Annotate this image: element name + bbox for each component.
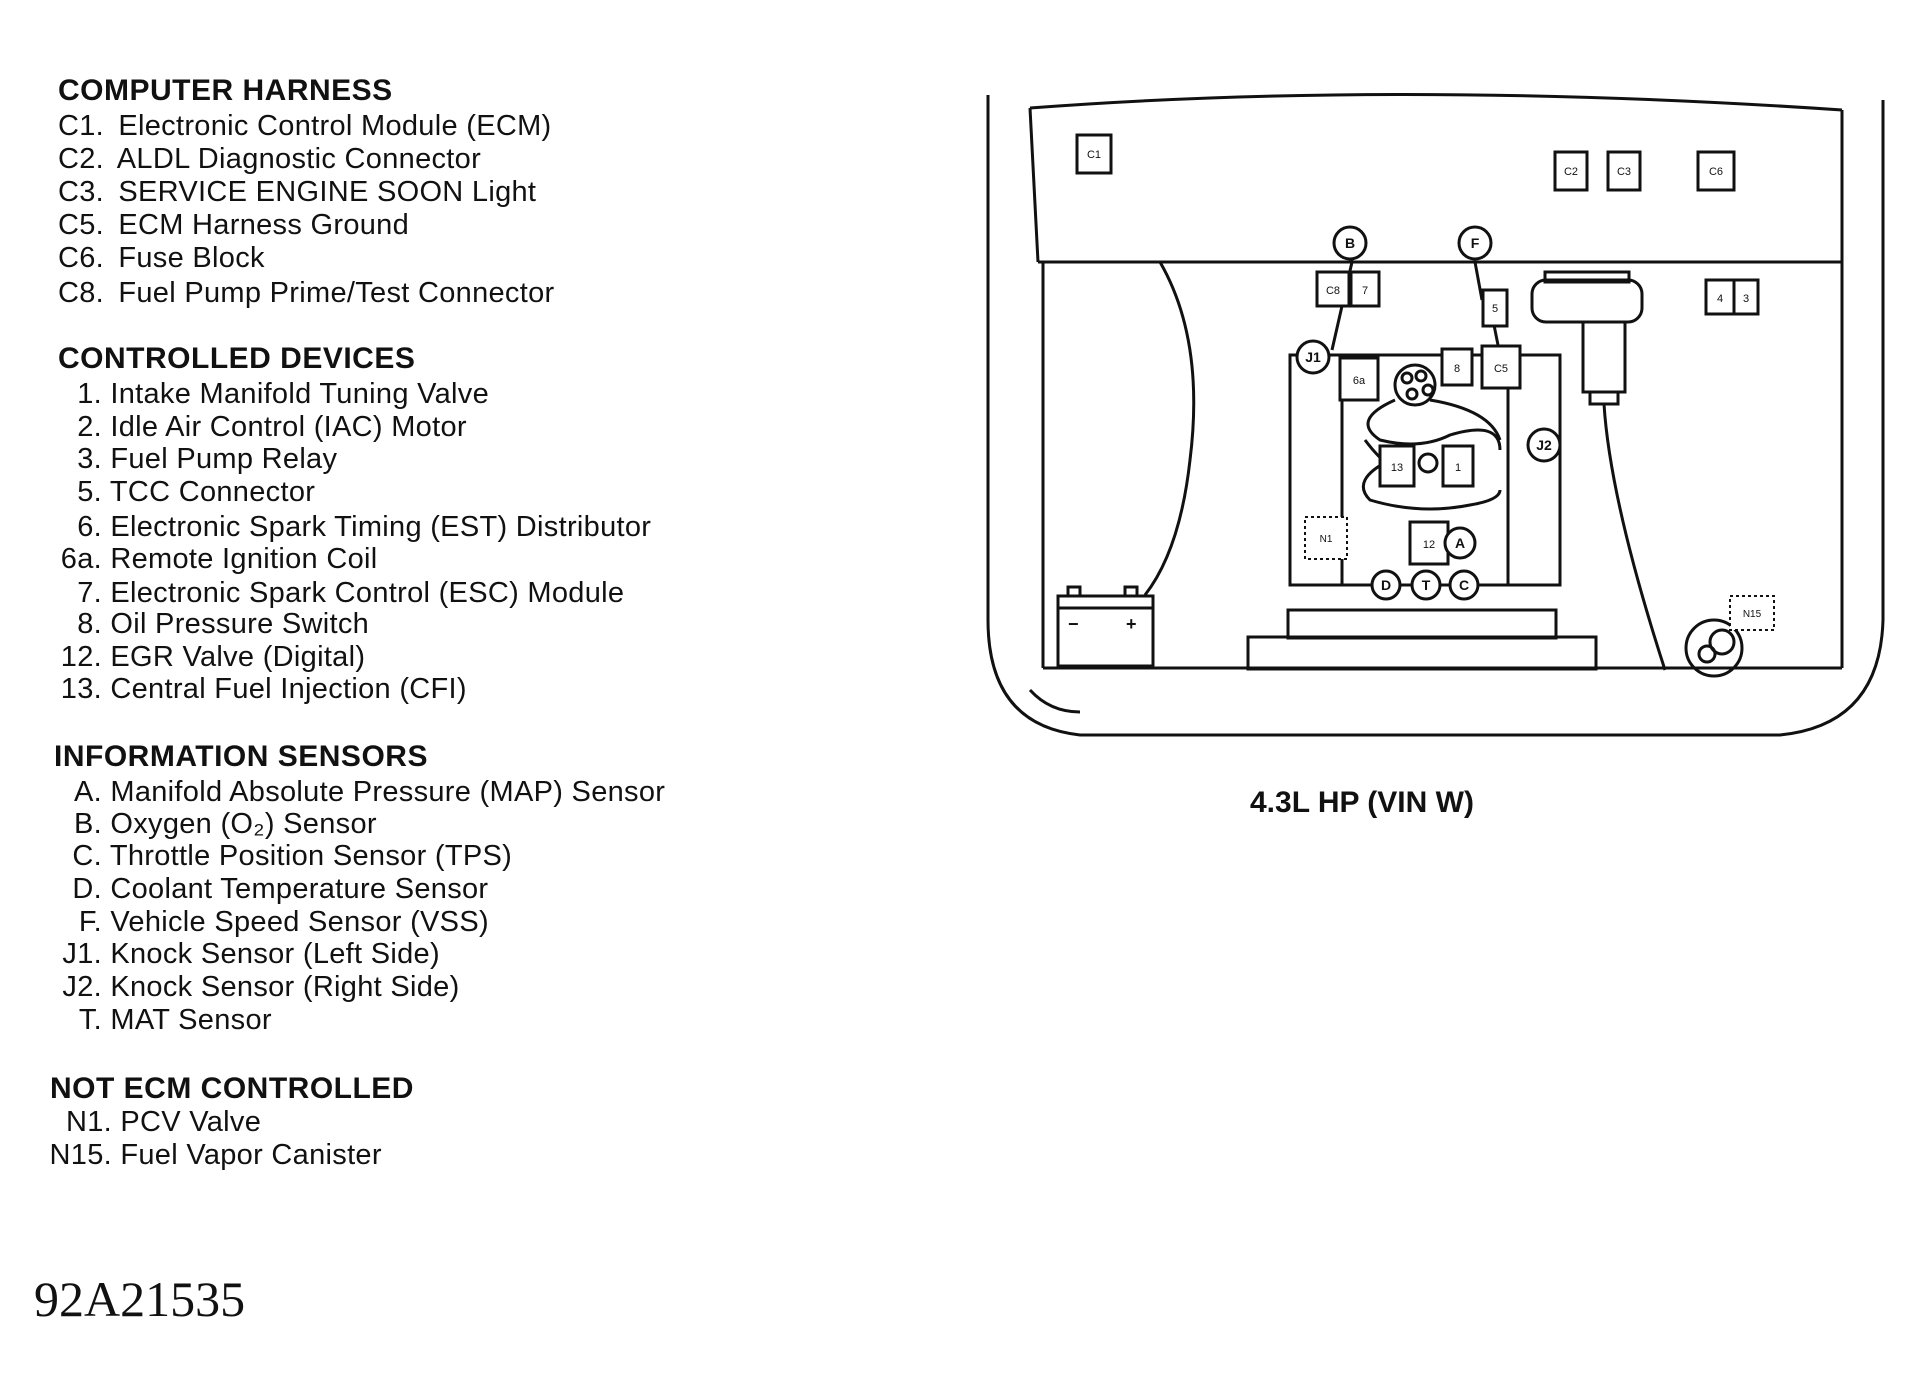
label-b: B (1345, 235, 1355, 251)
label-3: 3 (1743, 293, 1749, 305)
label-c3: C3 (1617, 166, 1631, 178)
section-title-information-sensors: INFORMATION SENSORS (54, 740, 428, 773)
label-c2: C2 (1564, 166, 1578, 178)
label-8: 8 (1454, 363, 1460, 375)
legend-item: 2. Idle Air Control (IAC) Motor (77, 411, 467, 443)
legend-item: N1. PCV Valve (65, 1106, 262, 1138)
label-j2: J2 (1536, 437, 1552, 453)
legend-item: C1. Electronic Control Module (ECM) (58, 110, 552, 142)
label-5: 5 (1492, 303, 1498, 315)
legend-item: 13. Central Fuel Injection (CFI) (60, 673, 467, 705)
legend-item: J2. Knock Sensor (Right Side) (62, 971, 460, 1003)
legend-item: C8. Fuel Pump Prime/Test Connector (58, 277, 555, 309)
label-6a: 6a (1353, 375, 1366, 387)
label-c: C (1459, 577, 1469, 593)
battery-minus: − (1068, 614, 1079, 634)
label-a: A (1455, 535, 1465, 551)
legend-item: N15. Fuel Vapor Canister (49, 1139, 382, 1171)
label-13: 13 (1391, 462, 1403, 474)
section-title-not-ecm-controlled: NOT ECM CONTROLLED (50, 1072, 414, 1105)
legend-item: T. MAT Sensor (78, 1004, 272, 1036)
legend-item: 3. Fuel Pump Relay (77, 443, 338, 475)
label-n1: N1 (1320, 534, 1333, 545)
label-f: F (1471, 235, 1480, 251)
legend-item: B. Oxygen (O₂) Sensor (74, 808, 377, 840)
label-d: D (1381, 577, 1391, 593)
label-4: 4 (1717, 293, 1723, 305)
legend-item: J1. Knock Sensor (Left Side) (62, 938, 440, 970)
diagram-caption: 4.3L HP (VIN W) (1250, 786, 1474, 819)
legend-item: C. Throttle Position Sensor (TPS) (72, 840, 513, 872)
label-7: 7 (1362, 285, 1368, 297)
figure-id: 92A21535 (34, 1271, 246, 1327)
legend-item: C2. ALDL Diagnostic Connector (58, 143, 482, 175)
legend: COMPUTER HARNESS C1. Electronic Control … (0, 0, 760, 1200)
legend-item: 12. EGR Valve (Digital) (60, 641, 366, 673)
legend-item: C5. ECM Harness Ground (58, 209, 410, 241)
legend-item: 6. Electronic Spark Timing (EST) Distrib… (77, 511, 652, 543)
legend-item: A. Manifold Absolute Pressure (MAP) Sens… (74, 776, 666, 808)
legend-item: 8. Oil Pressure Switch (77, 608, 370, 640)
legend-item: 5. TCC Connector (77, 476, 316, 508)
label-t: T (1422, 577, 1431, 593)
legend-item: C3. SERVICE ENGINE SOON Light (58, 176, 537, 208)
legend-item: 1. Intake Manifold Tuning Valve (77, 378, 490, 410)
label-c5: C5 (1494, 363, 1508, 375)
legend-item: 6a. Remote Ignition Coil (60, 543, 378, 575)
label-n15: N15 (1743, 609, 1762, 620)
legend-item: 7. Electronic Spark Control (ESC) Module (77, 577, 625, 609)
battery-plus: + (1126, 614, 1137, 634)
label-c6: C6 (1709, 166, 1723, 178)
label-c8: C8 (1326, 285, 1340, 297)
label-12: 12 (1423, 539, 1435, 551)
legend-item: C6. Fuse Block (58, 242, 265, 274)
section-title-computer-harness: COMPUTER HARNESS (58, 74, 393, 107)
label-c1: C1 (1087, 149, 1101, 161)
legend-item: F. Vehicle Speed Sensor (VSS) (78, 906, 489, 938)
legend-item: D. Coolant Temperature Sensor (72, 873, 489, 905)
label-j1: J1 (1305, 349, 1321, 365)
section-title-controlled-devices: CONTROLLED DEVICES (58, 342, 416, 375)
label-1: 1 (1455, 462, 1461, 474)
